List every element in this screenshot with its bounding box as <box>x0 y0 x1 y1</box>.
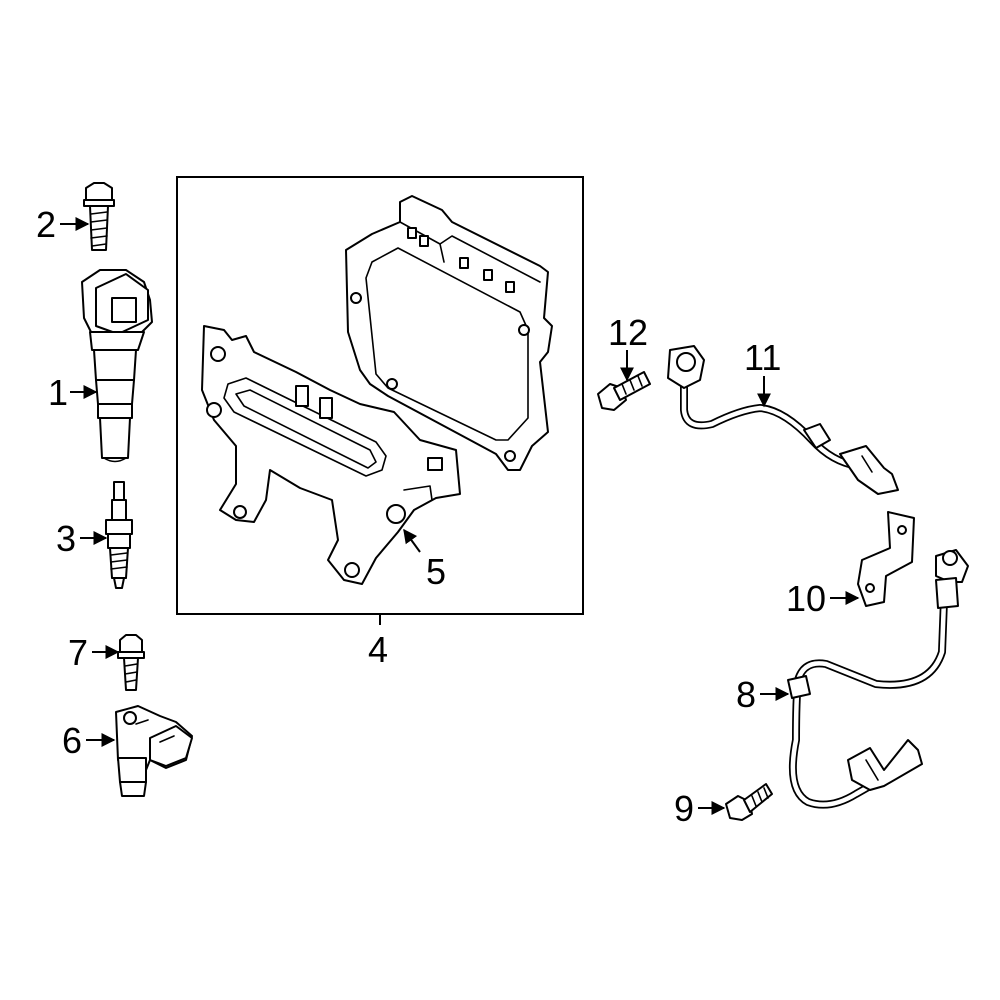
ecm-module <box>345 195 553 471</box>
knock-sensor[interactable] <box>667 345 899 495</box>
ecm-assembly[interactable] <box>176 176 584 615</box>
callout-2[interactable]: 2 <box>36 204 56 245</box>
callout-12[interactable]: 12 <box>608 312 648 353</box>
callout-6[interactable]: 6 <box>62 720 82 761</box>
callout-5[interactable]: 5 <box>426 551 446 592</box>
wire-bracket[interactable] <box>857 511 915 607</box>
callout-1[interactable]: 1 <box>48 372 68 413</box>
ignition-coil[interactable] <box>81 269 153 463</box>
crank-sensor-bolt[interactable] <box>725 783 773 821</box>
knock-sensor-bolt[interactable] <box>597 371 651 411</box>
callout-7[interactable]: 7 <box>68 632 88 673</box>
crankshaft-position-sensor[interactable] <box>787 549 969 809</box>
leader-lines <box>60 217 860 815</box>
callout-10[interactable]: 10 <box>786 578 826 619</box>
spark-plug[interactable] <box>105 481 133 589</box>
callouts: 2 1 3 4 5 6 7 8 9 10 11 12 <box>36 204 826 829</box>
callout-3[interactable]: 3 <box>56 518 76 559</box>
sensor-bolt[interactable] <box>117 634 145 691</box>
ecm-bracket[interactable] <box>201 325 461 585</box>
callout-9[interactable]: 9 <box>674 788 694 829</box>
camshaft-position-sensor[interactable] <box>115 705 193 797</box>
callout-4[interactable]: 4 <box>368 629 388 670</box>
callout-8[interactable]: 8 <box>736 674 756 715</box>
callout-11[interactable]: 11 <box>744 337 781 378</box>
coil-bolt[interactable] <box>83 182 115 251</box>
